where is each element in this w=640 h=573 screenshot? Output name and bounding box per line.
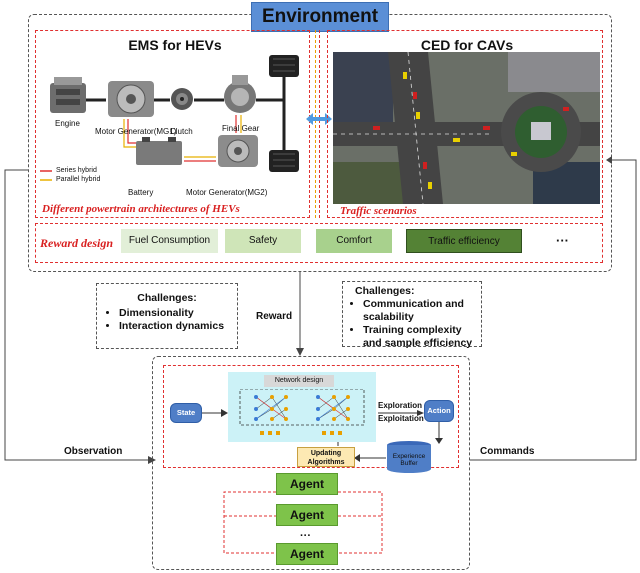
legend-series-hybrid: Series hybrid — [56, 167, 97, 174]
reward-traffic-efficiency: Traffic efficiency — [406, 229, 522, 253]
challenges-right-list: Communication and scalability Training c… — [349, 298, 475, 350]
clutch-icon — [171, 88, 193, 110]
exploration-label: Exploration — [378, 401, 423, 410]
agent-1: Agent — [276, 473, 338, 495]
ced-frame — [327, 30, 603, 218]
divider-red — [319, 30, 320, 218]
legend-parallel-hybrid: Parallel hybrid — [56, 176, 101, 183]
agent-internal-arrows — [337, 422, 443, 462]
battery-icon — [136, 137, 182, 165]
network-design-label: Network design — [264, 375, 334, 387]
agents-ellipsis: ··· — [300, 530, 311, 542]
observation-label: Observation — [64, 446, 123, 457]
exploration-arrow-icon — [378, 410, 424, 416]
ems-caption: Different powertrain architectures of HE… — [42, 203, 240, 215]
bidirectional-arrow-icon — [306, 113, 332, 125]
label-clutch: Clutch — [170, 127, 193, 136]
state-node: State — [170, 403, 202, 423]
multi-agent-connectors — [223, 491, 383, 554]
challenges-right-item: Communication and scalability — [363, 298, 475, 324]
label-mg1: Motor Generator(MG1) — [95, 127, 177, 136]
action-node: Action — [424, 400, 454, 422]
challenges-left-box: Challenges: Dimensionality Interaction d… — [96, 283, 238, 349]
agent-inner-frame — [163, 365, 459, 468]
label-battery: Battery — [128, 188, 154, 197]
motor-generator-mg2-icon — [218, 135, 258, 167]
neural-network-diagram — [239, 389, 365, 435]
agent-3: Agent — [276, 543, 338, 565]
ems-title: EMS for HEVs — [128, 37, 222, 53]
reward-safety: Safety — [225, 229, 301, 253]
divider-orange — [315, 30, 316, 218]
challenges-right-box: Challenges: Communication and scalabilit… — [342, 281, 482, 350]
reward-design-label: Reward design — [40, 236, 114, 250]
label-final-gear: Final Gear — [222, 124, 260, 133]
challenges-right-title: Challenges: — [355, 285, 415, 297]
label-mg2: Motor Generator(MG2) — [186, 188, 268, 197]
state-arrow-icon — [202, 409, 228, 417]
commands-label: Commands — [480, 446, 535, 457]
ced-title: CED for CAVs — [420, 37, 514, 53]
reward-comfort: Comfort — [316, 229, 392, 253]
wheel-bottom-icon — [269, 150, 299, 172]
exploitation-label: Exploitation — [378, 414, 424, 423]
label-engine: Engine — [55, 119, 80, 128]
challenges-right-item: Training complexity and sample efficienc… — [363, 324, 475, 350]
agent-block-frame — [152, 356, 470, 570]
experience-buffer-label: Experience Buffer — [392, 453, 426, 467]
engine-icon — [50, 77, 86, 113]
challenges-left-list: Dimensionality Interaction dynamics — [105, 307, 229, 333]
reward-label: Reward — [256, 311, 293, 322]
motor-generator-mg1-icon — [108, 81, 154, 117]
traffic-scene-image — [333, 52, 600, 204]
challenges-left-item: Interaction dynamics — [119, 320, 229, 333]
challenges-left-item: Dimensionality — [119, 307, 229, 320]
reward-design-frame — [35, 223, 603, 263]
environment-title: Environment — [251, 2, 389, 32]
reward-fuel-consumption: Fuel Consumption — [121, 229, 218, 253]
final-gear-icon — [224, 75, 256, 113]
ems-frame — [35, 30, 310, 218]
reward-more-ellipsis: ··· — [556, 233, 569, 248]
ced-caption: Traffic scenarios — [340, 205, 417, 217]
agent-2: Agent — [276, 504, 338, 526]
experience-buffer-icon — [387, 441, 431, 473]
wheel-top-icon — [269, 55, 299, 77]
powertrain-diagram — [40, 55, 299, 181]
challenges-left-title: Challenges: — [137, 292, 197, 304]
updating-algorithms-box: Updating Algorithms — [297, 447, 355, 467]
